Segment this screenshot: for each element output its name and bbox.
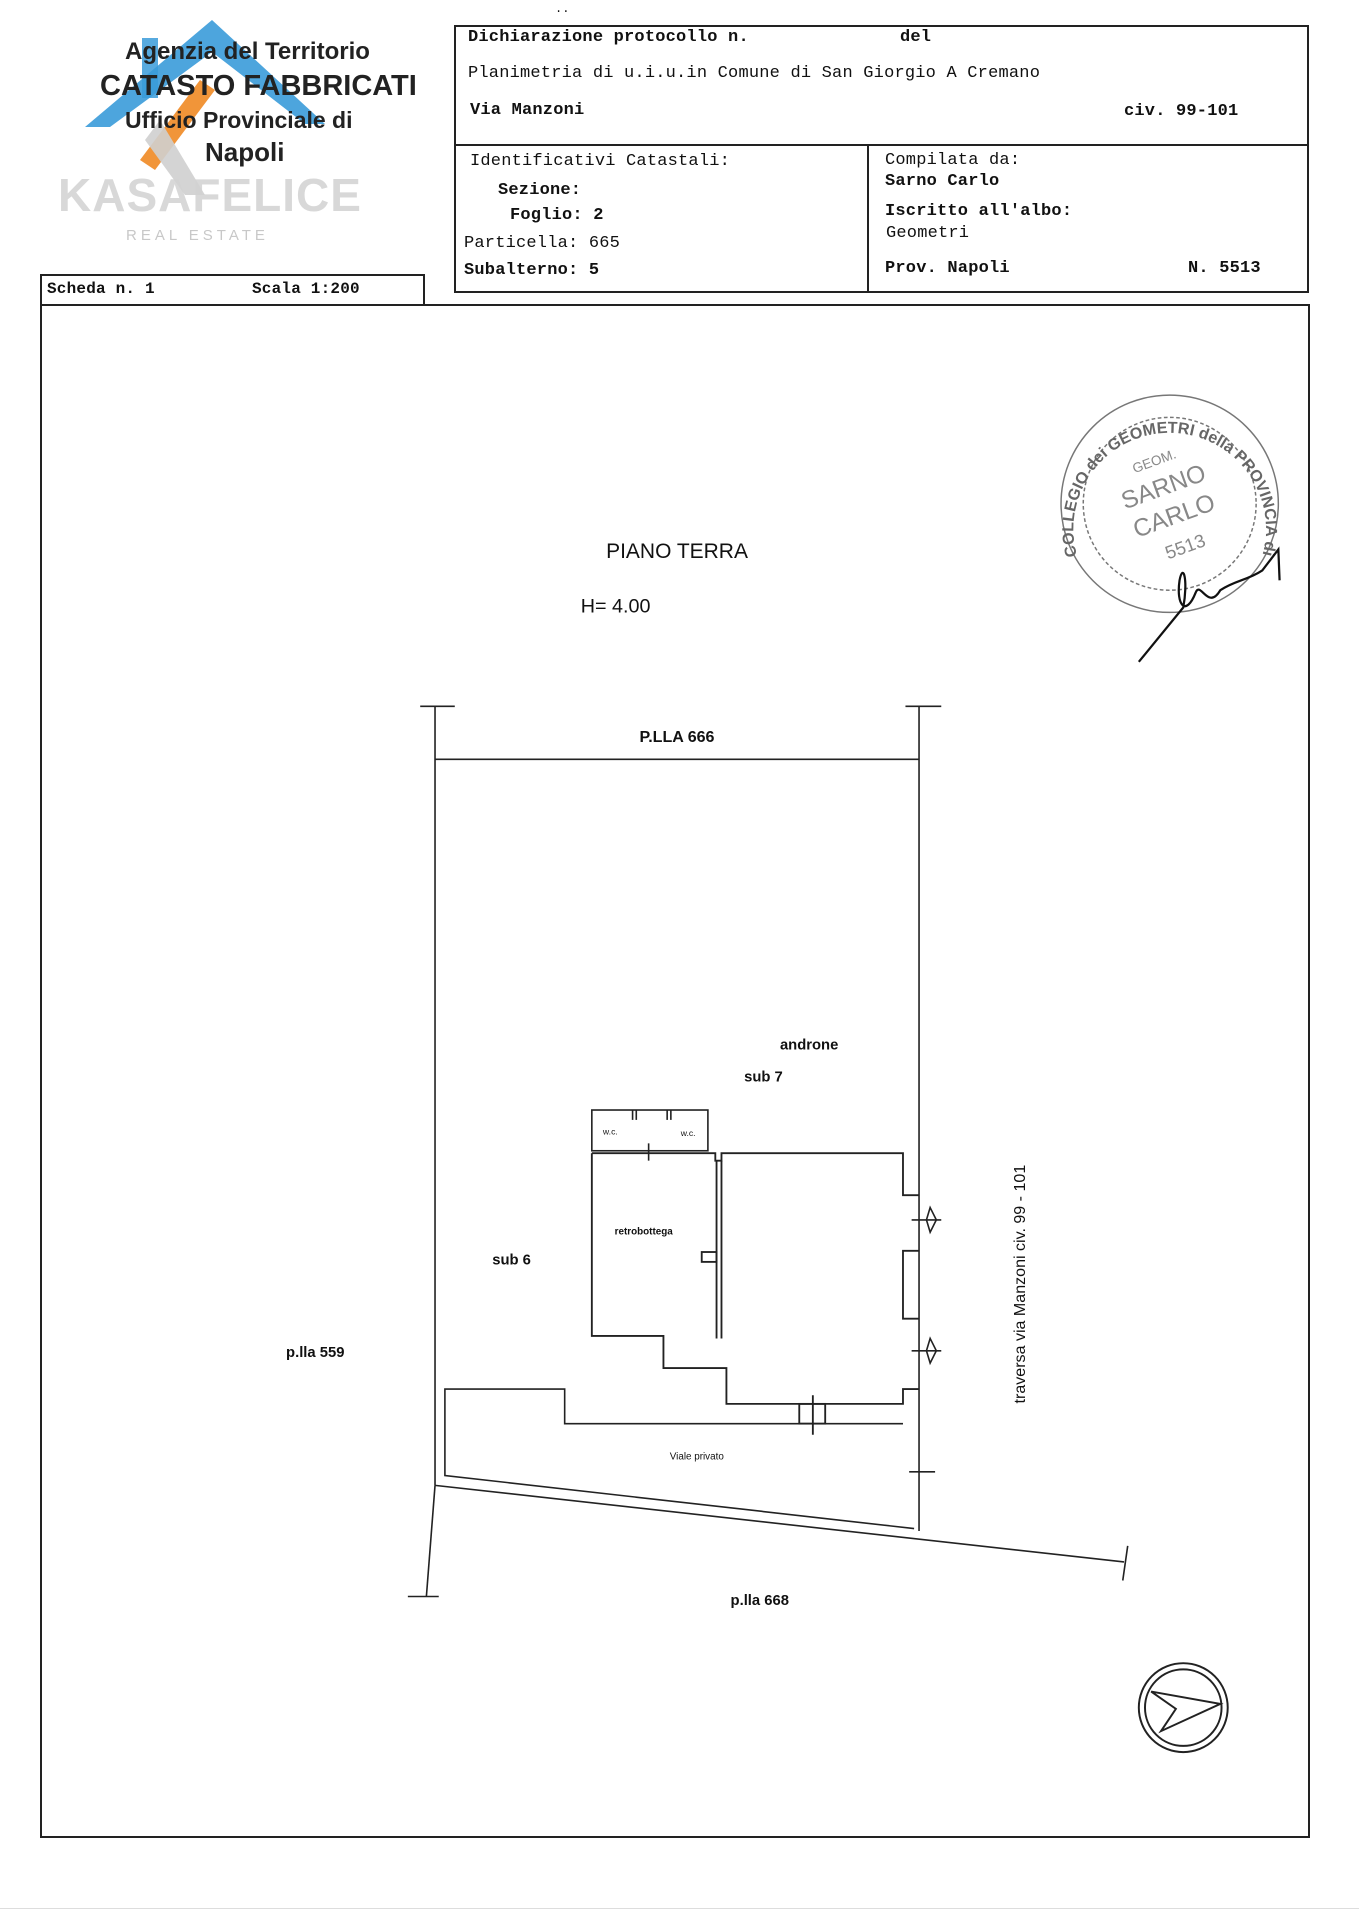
address: Via Manzoni [470, 101, 585, 120]
unit-outline [590, 1152, 920, 1435]
label-wc-2: w.c. [680, 1128, 696, 1138]
civic: civ. 99-101 [1124, 102, 1239, 121]
watermark-sub: REAL ESTATE [126, 227, 269, 244]
scale: Scala 1:200 [252, 280, 360, 298]
number: N. 5513 [1188, 259, 1261, 278]
sezione: Sezione: [498, 181, 582, 200]
top-marks: .. [555, 2, 570, 16]
label-sub7: sub 7 [744, 1070, 783, 1086]
compiled-by-label: Compilata da: [885, 151, 1021, 170]
registered: Geometri [886, 224, 970, 243]
sheet-number: Scheda n. 1 [47, 280, 155, 298]
identifiers-title: Identificativi Catastali: [470, 152, 731, 171]
floor-title: PIANO TERRA [606, 540, 748, 563]
label-sub6: sub 6 [492, 1252, 531, 1268]
label-androne: androne [780, 1038, 838, 1054]
label-street: traversa via Manzoni civ. 99 - 101 [1011, 1165, 1029, 1404]
stamp-ring-text: COLLEGIO dei GEOMETRI della PROVINCIA di… [0, 0, 1280, 559]
floor-height: H= 4.00 [581, 595, 651, 617]
label-retrobottega: retrobottega [615, 1227, 674, 1238]
label-viale-privato: Viale privato [670, 1451, 725, 1462]
north-arrow-icon [1137, 1662, 1229, 1754]
agency-line-4: Napoli [205, 137, 285, 167]
protocol-label: Dichiarazione protocollo n. [468, 28, 749, 47]
label-wc-1: w.c. [602, 1127, 618, 1137]
boundary-lines [407, 705, 1129, 1598]
wc-block [591, 1109, 709, 1161]
header-vertical-divider [867, 144, 869, 293]
agency-line-1: Agenzia del Territorio [125, 38, 370, 65]
del-label: del [900, 28, 932, 47]
planimetria: Planimetria di u.i.u.in Comune di San Gi… [468, 64, 1041, 83]
agency-line-2: CATASTO FABBRICATI [100, 70, 417, 102]
foglio: Foglio: 2 [510, 206, 604, 225]
drawing-frame [40, 304, 1310, 1838]
province: Prov. Napoli [885, 259, 1010, 278]
label-plla-668: p.lla 668 [731, 1593, 789, 1609]
registered-label: Iscritto all'albo: [885, 202, 1073, 221]
professional-stamp: COLLEGIO dei GEOMETRI della PROVINCIA di… [0, 0, 1280, 614]
house-logo-icon [85, 20, 325, 195]
viale-outline [444, 1388, 915, 1530]
watermark-brand: KASAFELICE [58, 169, 362, 221]
agency-line-3: Ufficio Provinciale di [125, 107, 353, 133]
header-divider [454, 144, 1309, 146]
header-box [454, 25, 1309, 293]
particella: Particella: 665 [464, 234, 621, 253]
page-bottom-edge [0, 1908, 1359, 1909]
door-symbols [909, 1205, 942, 1473]
subalterno: Subalterno: 5 [464, 261, 600, 280]
svg-text:COLLEGIO dei GEOMETRI della PR: COLLEGIO dei GEOMETRI della PROVINCIA di… [0, 0, 1280, 559]
signature [1137, 546, 1281, 663]
label-plla-666: P.LLA 666 [640, 728, 715, 746]
label-plla-559: p.lla 559 [286, 1345, 344, 1361]
stamp-number: 5513 [1162, 529, 1208, 563]
compiled-by: Sarno Carlo [885, 172, 1000, 191]
